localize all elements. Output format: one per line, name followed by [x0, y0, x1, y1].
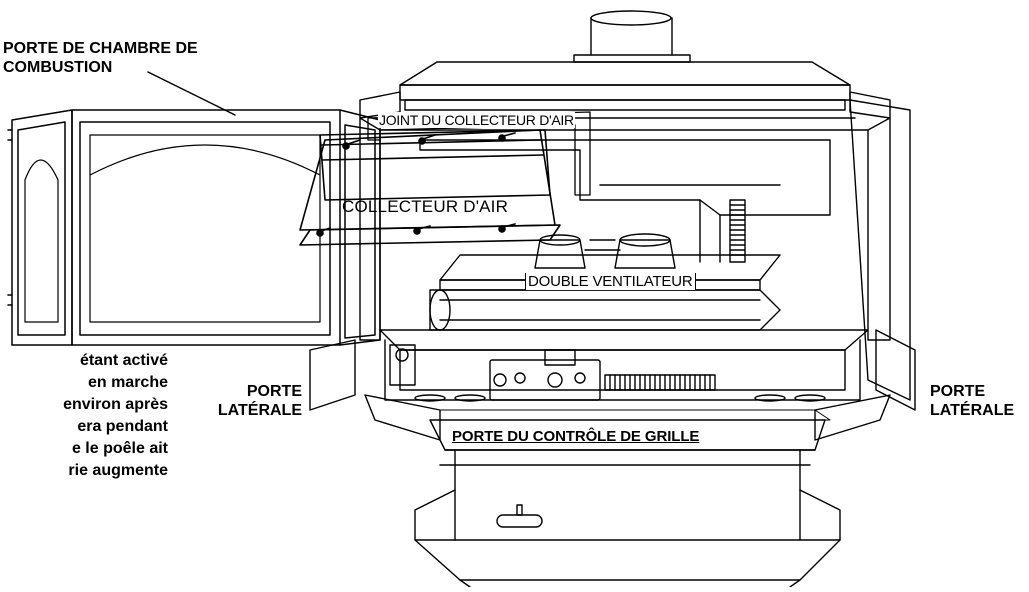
top-plate — [359, 61, 891, 119]
side-text-line-5: e le poêle ait — [71, 440, 168, 457]
air-manifold-gasket-label: JOINT DU COLLECTEUR D'AIR — [378, 112, 575, 128]
right-side-door — [849, 99, 916, 411]
left-side-door-label: PORTE LATÉRALE — [202, 382, 302, 420]
side-text-line-1: étant activé — [79, 352, 168, 369]
left-side-door-label-line2: LATÉRALE — [217, 402, 302, 419]
side-text-line-3: environ après — [63, 396, 168, 413]
left-side-door-label-line1: PORTE — [246, 383, 302, 400]
flue-collar — [573, 10, 691, 63]
air-manifold-part — [299, 129, 561, 246]
right-side-door-label: PORTE LATÉRALE — [930, 382, 1014, 420]
grille-door-assembly — [364, 394, 891, 588]
combustion-door-label-line2: COMBUSTION — [3, 59, 113, 76]
left-side-door — [309, 339, 356, 411]
lower-chassis — [379, 329, 869, 402]
cropped-instruction-text: étant activé en marche environ après era… — [0, 350, 168, 482]
combustion-door-leader-line — [147, 71, 236, 116]
air-manifold-label: COLLECTEUR D'AIR — [342, 197, 509, 216]
side-text-line-4: era pendant — [77, 418, 168, 435]
dual-fan-label: DOUBLE VENTILATEUR — [525, 273, 696, 290]
side-text-line-2: en marche — [87, 374, 168, 391]
combustion-chamber-door — [7, 109, 381, 346]
stove-body — [359, 117, 891, 341]
right-side-door-label-line1: PORTE — [930, 383, 986, 400]
combustion-door-label: PORTE DE CHAMBRE DE COMBUSTION — [3, 39, 198, 77]
air-manifold-gasket-part — [367, 111, 591, 196]
grille-control-door-label: PORTE DU CONTRÔLE DE GRILLE — [452, 428, 700, 445]
combustion-door-label-line1: PORTE DE CHAMBRE DE — [3, 40, 198, 57]
side-text-line-6: rie augmente — [68, 462, 168, 479]
right-side-door-label-line2: LATÉRALE — [930, 402, 1015, 419]
